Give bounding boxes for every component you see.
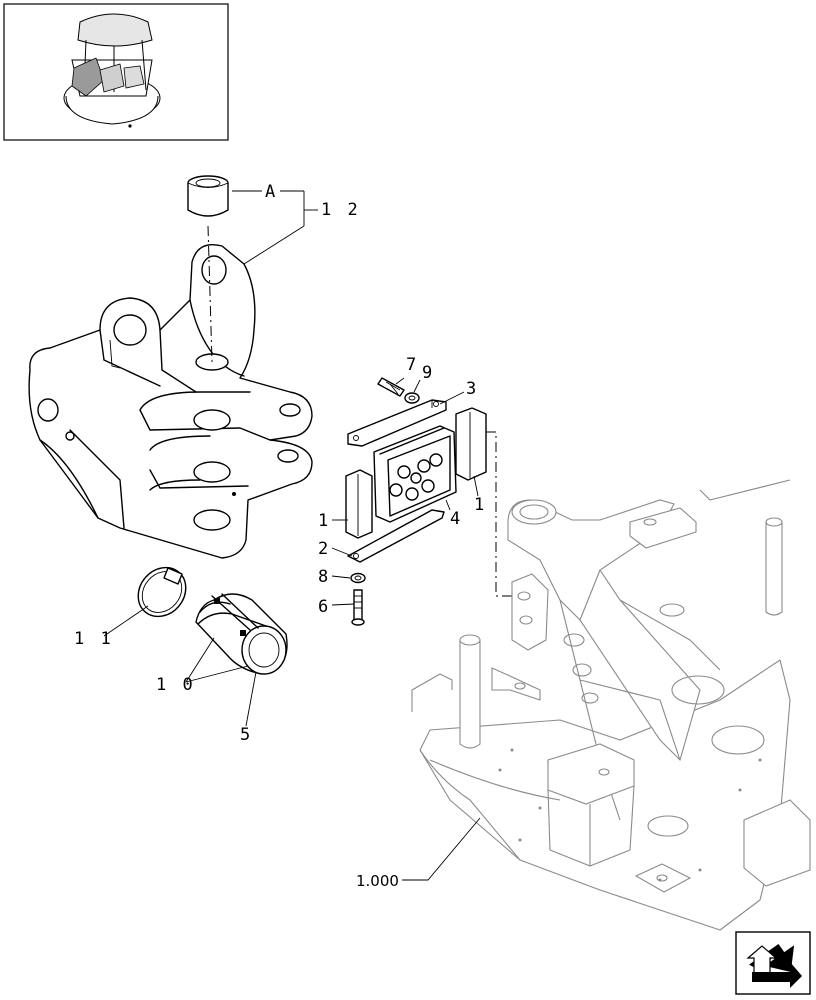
navigation-arrow-icon[interactable] bbox=[735, 931, 811, 995]
upper-frame bbox=[411, 479, 811, 931]
swing-bracket bbox=[28, 175, 313, 559]
machine-overview-thumbnail bbox=[3, 3, 229, 141]
callout-10: 1 0 bbox=[156, 675, 196, 695]
callout-1-right: 1 bbox=[474, 495, 487, 515]
callout-9: 9 bbox=[422, 363, 435, 383]
clamp bbox=[137, 566, 187, 618]
bushing-top bbox=[187, 175, 229, 217]
mount-kit bbox=[345, 377, 514, 626]
callout-11: 1 1 bbox=[74, 629, 114, 649]
bushing-lower bbox=[195, 593, 288, 675]
callout-a: A bbox=[265, 182, 278, 202]
callout-1-left: 1 bbox=[318, 511, 331, 531]
callout-2: 2 bbox=[318, 539, 331, 559]
callout-5: 5 bbox=[240, 725, 253, 745]
callout-4: 4 bbox=[450, 509, 463, 529]
callout-3: 3 bbox=[466, 379, 479, 399]
callout-12: 1 2 bbox=[321, 200, 361, 220]
callout-6: 6 bbox=[318, 597, 331, 617]
callout-7: 7 bbox=[406, 355, 419, 375]
callout-8: 8 bbox=[318, 567, 331, 587]
callout-labels: A 1 2 7 9 3 1 1 4 2 8 6 1 1 1 0 5 1.000 bbox=[74, 182, 487, 890]
leader-lines bbox=[103, 190, 481, 881]
reference-1000: 1.000 bbox=[356, 872, 399, 890]
